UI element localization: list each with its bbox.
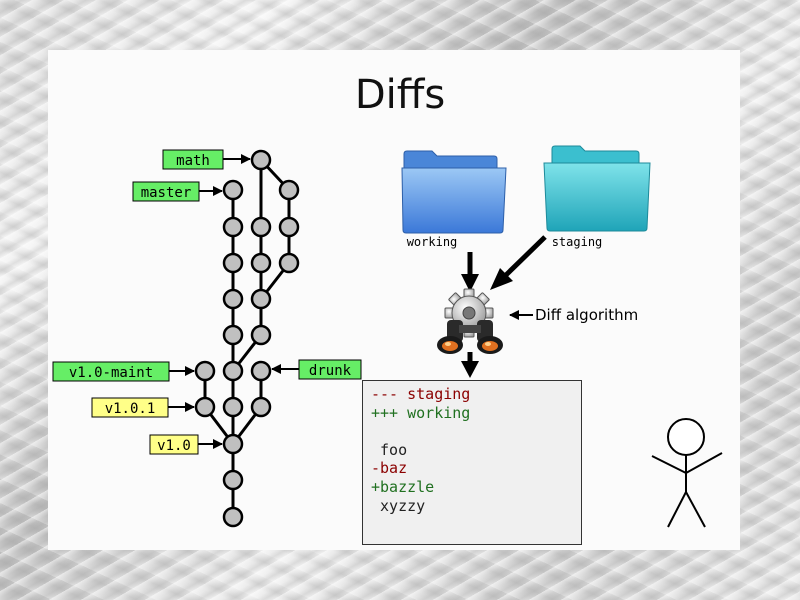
commit-node <box>222 179 244 201</box>
diff-line-removed: -baz <box>371 459 408 478</box>
commit-node <box>222 469 244 491</box>
label-v1-0: v1.0 <box>149 434 223 455</box>
diff-line-new-file: +++ working <box>371 403 471 422</box>
diff-output-box: --- staging+++ working​ foo-baz+bazzle x… <box>362 380 582 545</box>
commit-node <box>194 396 216 418</box>
label-v1-0-1-text: v1.0.1 <box>105 401 156 417</box>
commit-node <box>278 216 300 238</box>
commit-graph-edges <box>203 158 291 517</box>
label-math: math <box>162 149 251 170</box>
commit-nodes <box>194 149 300 528</box>
diff-line-context: foo <box>371 440 408 459</box>
diff-line-added: +bazzle <box>371 477 435 496</box>
label-v1-0-1: v1.0.1 <box>91 397 195 418</box>
commit-node <box>250 288 272 310</box>
commit-node <box>250 252 272 274</box>
commit-node <box>222 360 244 382</box>
person-icon <box>651 418 723 528</box>
commit-node <box>194 360 216 382</box>
commit-node <box>222 216 244 238</box>
diff-line-context: xyzzy <box>371 496 426 515</box>
commit-node <box>250 216 272 238</box>
binoculars-icon <box>437 320 503 354</box>
flow-arrows <box>461 235 547 378</box>
working-folder-label: working <box>407 235 458 249</box>
commit-node <box>278 179 300 201</box>
commit-node <box>250 149 272 171</box>
slide-title: Diffs <box>354 72 446 118</box>
label-master-text: master <box>141 185 192 201</box>
staging-folder-label: staging <box>552 235 603 249</box>
commit-node <box>222 252 244 274</box>
label-drunk: drunk <box>271 359 362 380</box>
working-folder-icon: working <box>401 150 507 249</box>
diff-line-old-file: --- staging <box>371 385 471 403</box>
commit-node <box>222 396 244 418</box>
diff-line-blank: ​ <box>371 422 581 441</box>
commit-node <box>278 252 300 274</box>
commit-node <box>222 506 244 528</box>
label-v1-0-maint-text: v1.0-maint <box>69 365 153 381</box>
commit-node <box>250 360 272 382</box>
commit-node <box>222 324 244 346</box>
commit-node <box>250 396 272 418</box>
commit-node <box>222 433 244 455</box>
commit-node <box>222 288 244 310</box>
label-master: master <box>132 181 223 202</box>
label-drunk-text: drunk <box>309 363 352 379</box>
commit-node <box>250 324 272 346</box>
diff-algorithm-label: Diff algorithm <box>535 306 638 324</box>
diff-algorithm-callout: Diff algorithm <box>509 306 638 324</box>
label-v1-0-maint: v1.0-maint <box>52 361 195 382</box>
staging-folder-icon: staging <box>543 145 651 249</box>
label-v1-0-text: v1.0 <box>157 438 191 454</box>
label-math-text: math <box>176 153 210 169</box>
